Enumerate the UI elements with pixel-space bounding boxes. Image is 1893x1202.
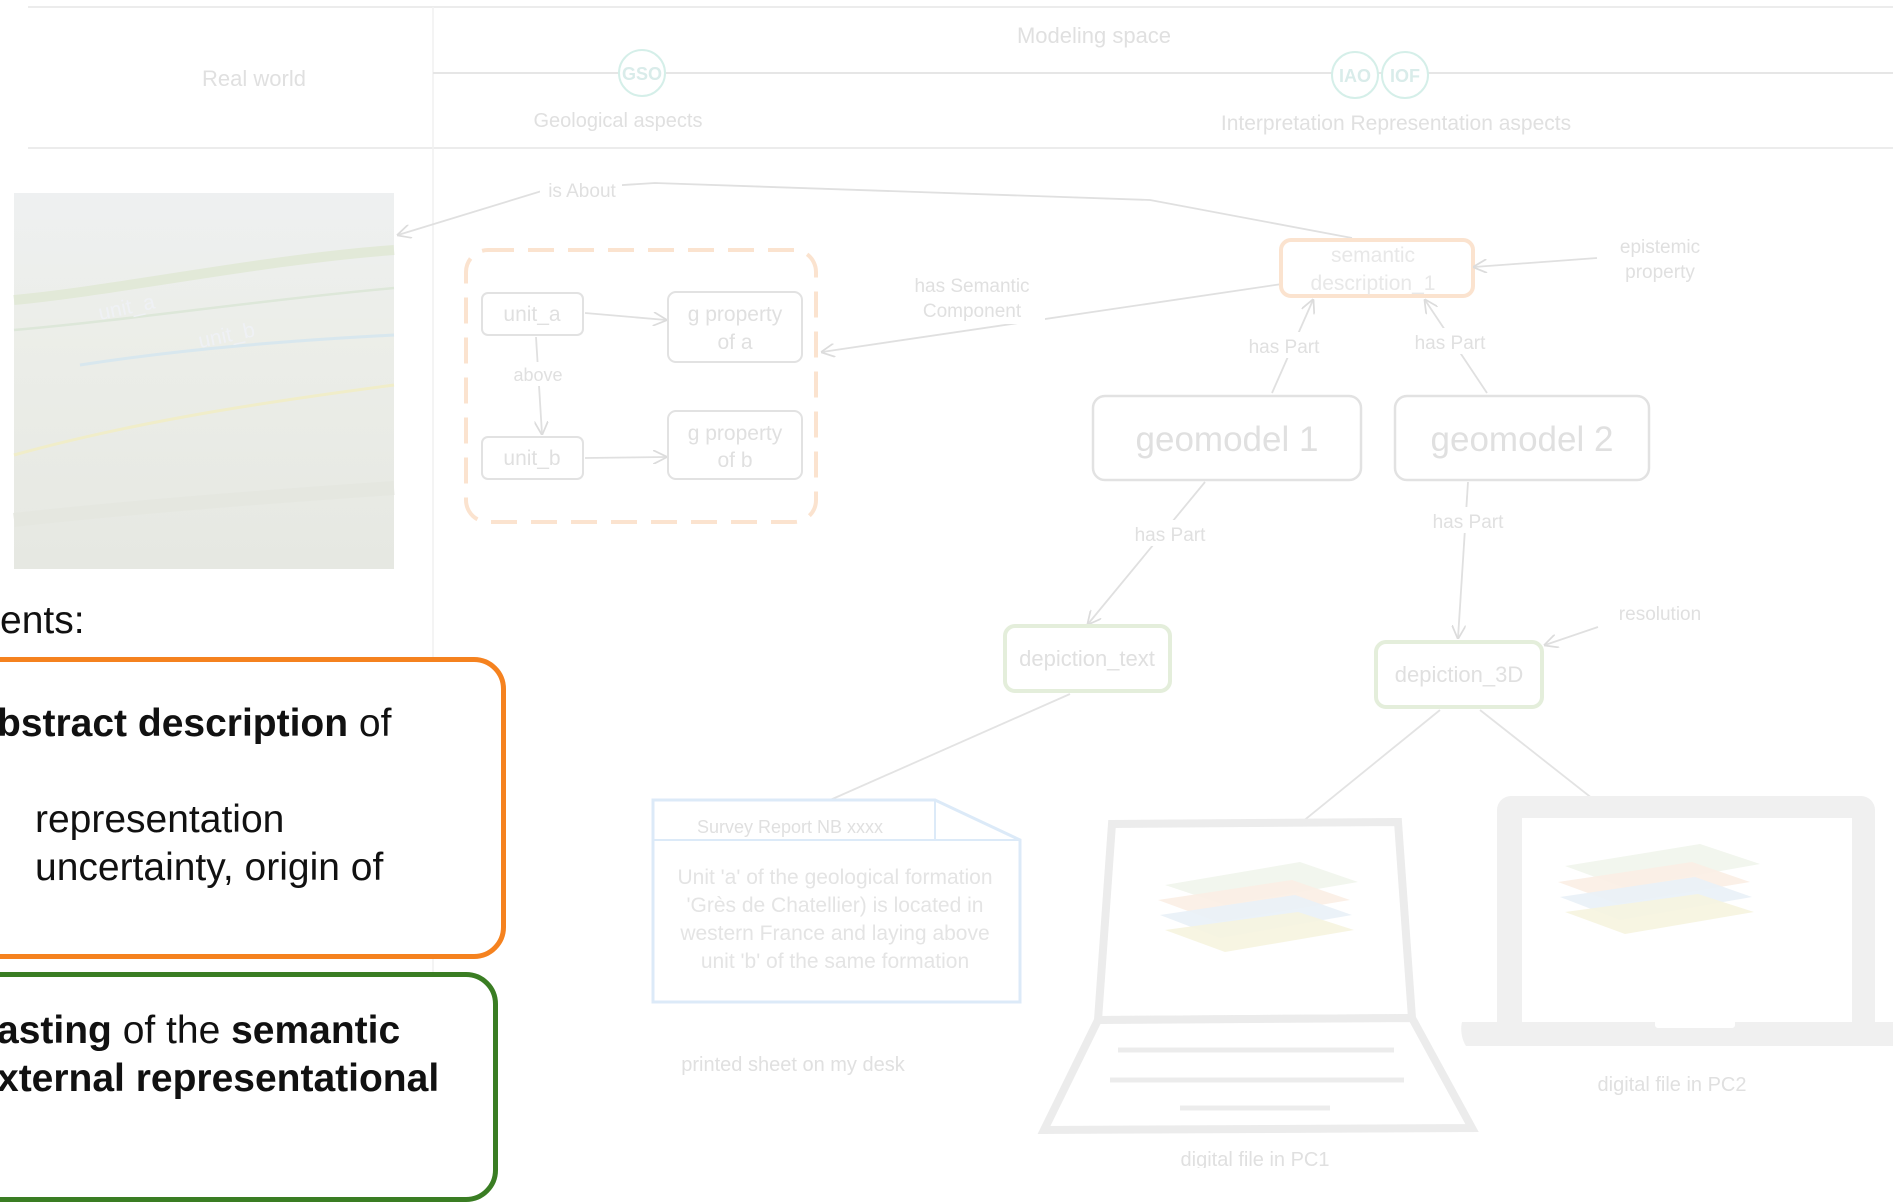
epistemic-property-arrow <box>1474 257 1598 267</box>
depiction-text-node: depiction_text <box>1003 624 1172 693</box>
pc1-caption: digital file in PC1 <box>1181 1149 1330 1168</box>
gso-badge-label: GSO <box>622 64 662 84</box>
unit-a-node: unit_a <box>481 292 584 336</box>
semantic-description-explanation-box: bstract description of representation un… <box>0 657 506 959</box>
geomodel-render-pc2 <box>1558 844 1760 934</box>
epistemic-property-line-2: property <box>1625 262 1695 283</box>
is-about-arrow <box>398 182 1353 239</box>
green-box-bold-term-1: asting <box>0 1009 112 1052</box>
depiction-explanation-box: asting of the semantic xternal represent… <box>0 972 498 1202</box>
orange-box-line-1-rest: of <box>348 702 392 745</box>
depiction-text-has-part-arrow <box>1088 481 1206 624</box>
unit-b-node-label: unit_b <box>503 447 560 470</box>
geomodel-render-pc1 <box>1158 862 1358 952</box>
orange-box-line-1: bstract description of <box>0 700 391 748</box>
g-property-a-line-1: g property <box>688 303 783 326</box>
geological-aspects-label: Geological aspects <box>534 110 703 132</box>
modeling-space-label: Modeling space <box>1017 23 1171 48</box>
unit-b-to-g-property-b-arrow <box>584 457 666 458</box>
iof-badge-label: IOF <box>1390 66 1420 86</box>
depiction-3d-label: depiction_3D <box>1395 662 1523 687</box>
iof-badge: IOF <box>1381 51 1429 99</box>
orange-box-line-2: representation <box>35 798 285 841</box>
is-about-label: is About <box>548 181 616 202</box>
epistemic-property-line-1: epistemic <box>1620 237 1700 258</box>
unit-b-node: unit_b <box>481 436 584 480</box>
green-box-line-1: asting of the semantic <box>0 1007 400 1055</box>
has-part-label-3: has Part <box>1135 525 1206 546</box>
geomodel-1-label: geomodel 1 <box>1136 420 1319 459</box>
survey-report-line-2: 'Grès de Chatellier) is located in <box>687 894 984 917</box>
unit-a-node-label: unit_a <box>503 303 561 326</box>
has-part-label-1: has Part <box>1249 337 1320 358</box>
survey-report-title: Survey Report NB xxxx <box>697 817 883 837</box>
has-part-label-2: has Part <box>1415 333 1486 354</box>
depiction-text-to-report-line <box>811 693 1071 809</box>
printed-sheet-caption: printed sheet on my desk <box>681 1054 905 1076</box>
unit-a-to-g-property-a-arrow <box>584 313 666 320</box>
green-box-bold-term-3: xternal representational <box>0 1057 440 1100</box>
survey-report-document: Survey Report NB xxxx Unit 'a' of the ge… <box>651 798 1022 1004</box>
green-box-bold-term-2: semantic <box>231 1009 401 1052</box>
depiction-3d-has-part-arrow <box>1458 481 1469 638</box>
resolution-arrow <box>1545 626 1599 645</box>
has-semantic-component-line-2: Component <box>923 301 1022 322</box>
orange-box-line-3: uncertainty, origin of <box>35 846 384 889</box>
pc2-caption: digital file in PC2 <box>1598 1074 1747 1096</box>
iao-badge: IAO <box>1331 51 1379 99</box>
has-semantic-component-line-1: has Semantic <box>914 276 1029 297</box>
outcrop-photo: unit_a unit_b <box>13 193 395 569</box>
orange-box-bold-term: bstract description <box>0 702 349 745</box>
green-box-line-1-mid: of the <box>111 1009 232 1052</box>
survey-report-line-1: Unit 'a' of the geological formation <box>677 866 992 889</box>
depiction-3d-node: depiction_3D <box>1374 640 1544 709</box>
semantic-description-line-2: description_1 <box>1311 272 1436 295</box>
has-part-label-4: has Part <box>1433 512 1504 533</box>
green-box-line-2: xternal representational <box>0 1055 439 1103</box>
real-world-label: Real world <box>202 66 306 91</box>
resolution-label: resolution <box>1619 604 1701 625</box>
above-label: above <box>513 365 562 385</box>
g-property-b-node: g property of b <box>667 410 803 480</box>
geomodel-1-node: geomodel 1 <box>1091 394 1363 482</box>
components-intro: ents: <box>0 599 85 642</box>
laptop-pc1-icon <box>1037 817 1479 1135</box>
g-property-a-line-2: of a <box>717 331 752 354</box>
g-property-b-line-1: g property <box>688 422 783 445</box>
semantic-component-group <box>464 248 818 524</box>
semantic-description-line-1: semantic <box>1331 244 1415 267</box>
iao-badge-label: IAO <box>1339 66 1371 86</box>
survey-report-line-3: western France and laying above <box>679 922 989 945</box>
g-property-b-line-2: of b <box>717 449 752 472</box>
semantic-description-node: semantic description_1 <box>1279 238 1475 298</box>
gso-badge: GSO <box>618 49 666 97</box>
geomodel-2-node: geomodel 2 <box>1393 394 1651 482</box>
survey-report-line-4: unit 'b' of the same formation <box>701 950 969 973</box>
geomodel-2-label: geomodel 2 <box>1431 420 1614 459</box>
has-semantic-component-arrow <box>822 283 1283 352</box>
header-band: Modeling space Real world GSO IAO IOF Ge… <box>28 6 1893 1168</box>
depiction-text-label: depiction_text <box>1019 646 1155 671</box>
diagram-canvas: Modeling space Real world GSO IAO IOF Ge… <box>13 6 1893 1168</box>
g-property-a-node: g property of a <box>667 291 803 363</box>
interpretation-aspects-label: Interpretation Representation aspects <box>1221 112 1571 135</box>
